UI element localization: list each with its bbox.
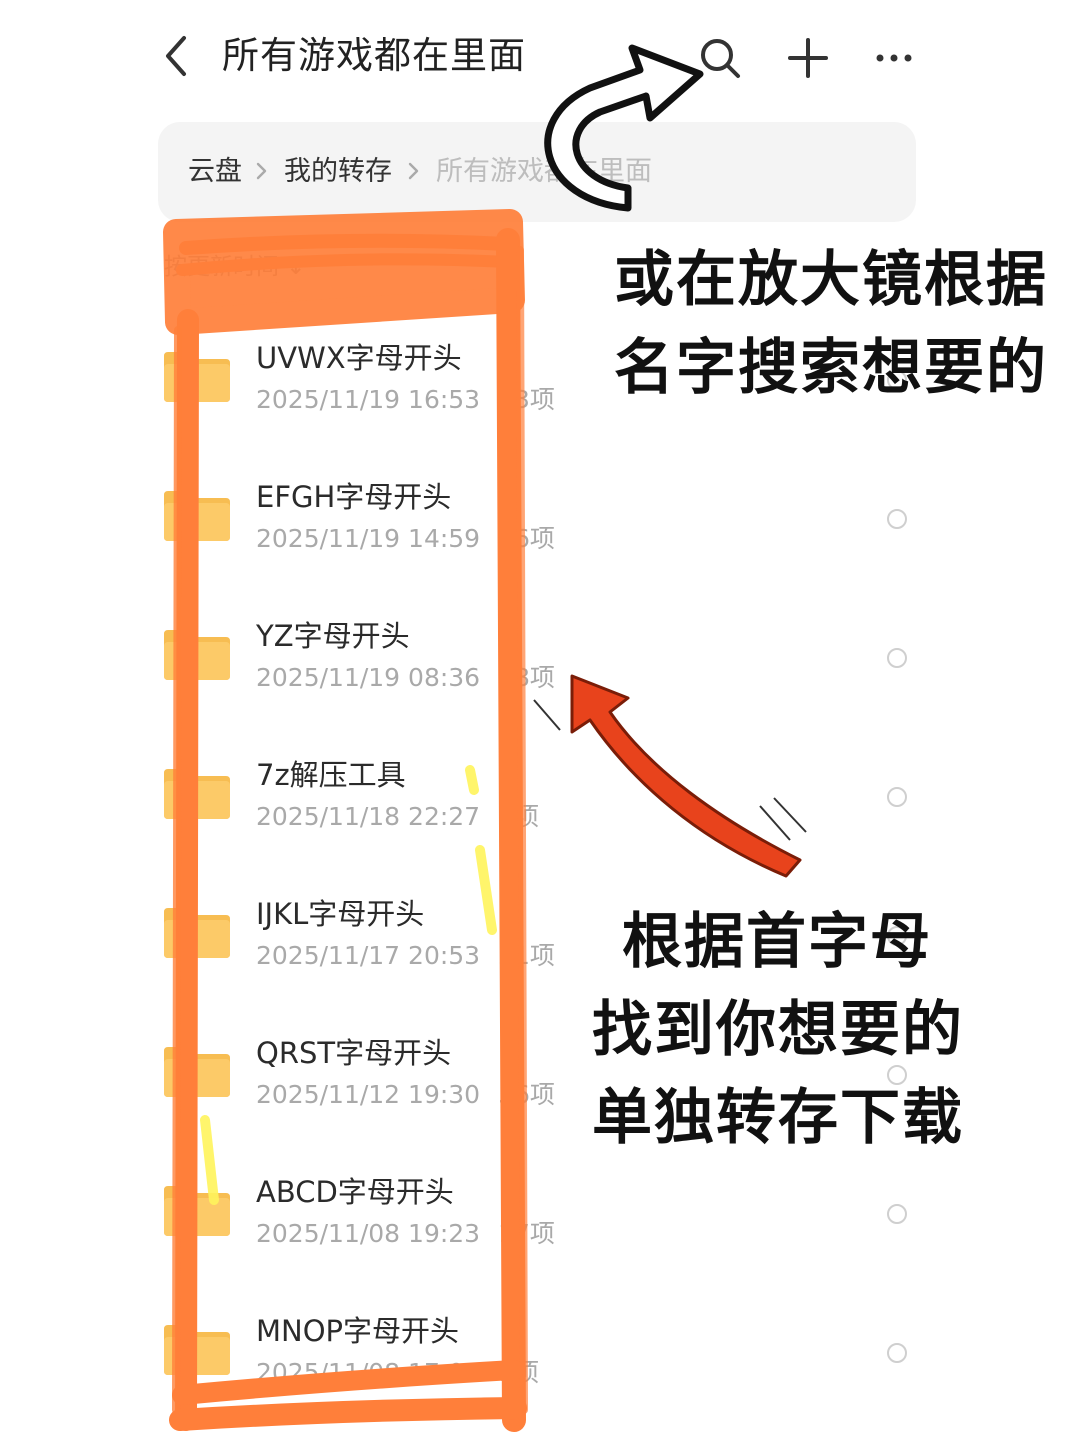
file-date: 2025/11/08 19:23 [256, 1219, 481, 1248]
plus-icon [788, 38, 828, 78]
file-meta: 2025/11/08 17:04 1项 [256, 1355, 539, 1391]
folder-icon [164, 352, 230, 402]
annotation-search-tip: 或在放大镜根据 名字搜索想要的 [614, 236, 1048, 412]
annotation-line: 找到你想要的 [592, 995, 964, 1065]
folder-icon [164, 1186, 230, 1236]
annotation-line: 根据首字母 [622, 907, 932, 977]
folder-icon [164, 491, 230, 541]
file-count: 18项 [498, 663, 555, 692]
select-radio[interactable] [887, 1204, 907, 1224]
file-meta: 2025/11/08 19:23 17项 [256, 1216, 555, 1252]
file-name: IJKL字母开头 [256, 897, 425, 931]
file-row[interactable]: EFGH字母开头 2025/11/19 14:59 26项 [0, 455, 1080, 594]
file-count: 26项 [498, 524, 555, 553]
file-meta: 2025/11/17 20:53 21项 [256, 938, 555, 974]
file-count: 36项 [498, 1080, 555, 1109]
file-date: 2025/11/19 14:59 [256, 524, 481, 553]
add-button[interactable] [780, 30, 836, 86]
breadcrumb-item-my-saves[interactable]: 我的转存 [284, 156, 392, 187]
search-button[interactable] [692, 30, 748, 86]
file-name: EFGH字母开头 [256, 480, 452, 514]
select-radio[interactable] [887, 926, 907, 946]
file-count: 1项 [498, 1358, 539, 1387]
annotation-line: 或在放大镜根据 [614, 245, 1048, 315]
file-count: 17项 [498, 1219, 555, 1248]
file-count: 2项 [498, 802, 539, 831]
file-meta: 2025/11/12 19:30 36项 [256, 1077, 555, 1113]
page-title: 所有游戏都在里面 [222, 34, 526, 77]
select-radio[interactable] [887, 648, 907, 668]
folder-icon [164, 630, 230, 680]
breadcrumb-item-current: 所有游戏都在里面 [436, 156, 652, 187]
file-meta: 2025/11/19 08:36 18项 [256, 660, 555, 696]
annotation-line: 单独转存下载 [592, 1083, 964, 1153]
file-meta: 2025/11/18 22:27 2项 [256, 799, 539, 835]
file-date: 2025/11/17 20:53 [256, 941, 481, 970]
file-date: 2025/11/12 19:30 [256, 1080, 481, 1109]
select-radio[interactable] [887, 370, 907, 390]
chevron-right-icon [256, 162, 267, 180]
folder-icon [164, 769, 230, 819]
file-name: UVWX字母开头 [256, 341, 462, 375]
file-meta: 2025/11/19 16:53 13项 [256, 382, 555, 418]
breadcrumb: 云盘 我的转存 所有游戏都在里面 [158, 122, 916, 222]
file-name: 7z解压工具 [256, 758, 406, 792]
chevron-left-icon [166, 36, 186, 76]
file-count: 21项 [498, 941, 555, 970]
file-count: 13项 [498, 385, 555, 414]
file-row[interactable]: 7z解压工具 2025/11/18 22:27 2项 [0, 733, 1080, 872]
file-row[interactable]: MNOP字母开头 2025/11/08 17:04 1项 [0, 1289, 1080, 1428]
select-radio[interactable] [887, 1065, 907, 1085]
select-radio[interactable] [887, 787, 907, 807]
breadcrumb-item-cloud[interactable]: 云盘 [188, 156, 242, 187]
file-date: 2025/11/18 22:27 [256, 802, 481, 831]
more-horizontal-icon [876, 54, 912, 62]
top-bar: 所有游戏都在里面 [0, 0, 1080, 112]
file-name: YZ字母开头 [256, 619, 410, 653]
folder-icon [164, 908, 230, 958]
more-button[interactable] [866, 30, 922, 86]
file-row[interactable]: ABCD字母开头 2025/11/08 19:23 17项 [0, 1150, 1080, 1289]
file-name: MNOP字母开头 [256, 1314, 460, 1348]
annotation-letter-tip: 根据首字母 找到你想要的 单独转存下载 [592, 898, 964, 1162]
file-row[interactable]: YZ字母开头 2025/11/19 08:36 18项 [0, 594, 1080, 733]
search-icon [701, 39, 740, 78]
file-date: 2025/11/19 16:53 [256, 385, 481, 414]
file-date: 2025/11/19 08:36 [256, 663, 481, 692]
file-meta: 2025/11/19 14:59 26项 [256, 521, 555, 557]
annotation-line: 名字搜索想要的 [614, 333, 1048, 403]
back-button[interactable] [150, 28, 200, 84]
file-date: 2025/11/08 17:04 [256, 1358, 481, 1387]
select-radio[interactable] [887, 509, 907, 529]
select-radio[interactable] [887, 1343, 907, 1363]
folder-icon [164, 1325, 230, 1375]
file-name: QRST字母开头 [256, 1036, 452, 1070]
chevron-right-icon [408, 162, 419, 180]
folder-icon [164, 1047, 230, 1097]
file-name: ABCD字母开头 [256, 1175, 454, 1209]
sort-selector[interactable]: 按更新时间 ↓ [164, 254, 306, 280]
